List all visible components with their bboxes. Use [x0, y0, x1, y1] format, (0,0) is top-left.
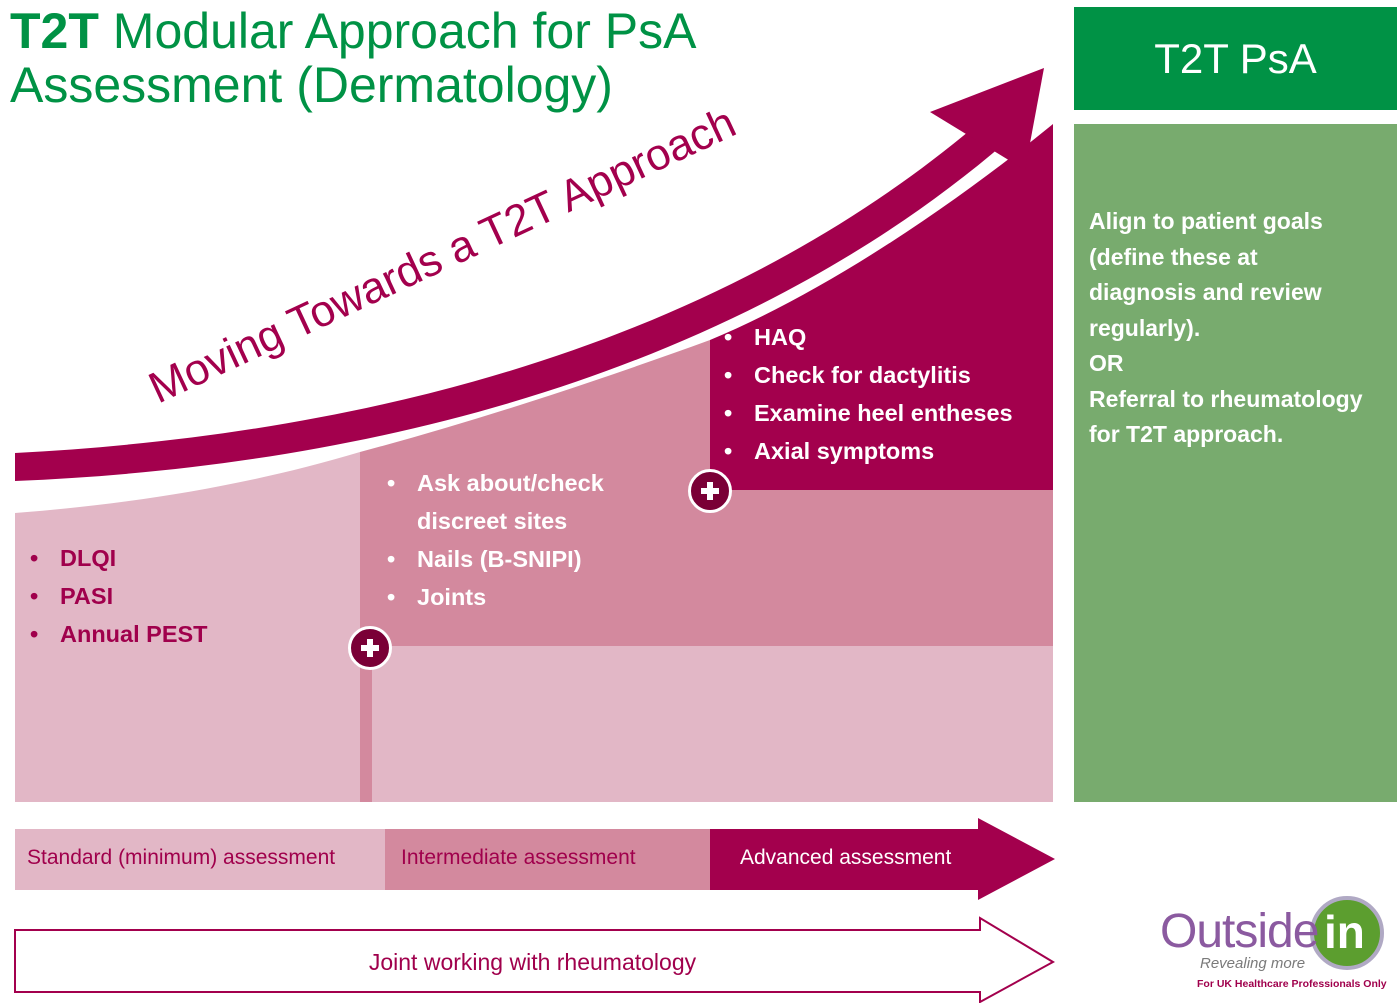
stage-bar-standard: [15, 829, 385, 890]
footer-note: For UK Healthcare Professionals Only: [1197, 978, 1387, 990]
t2t-line-or: OR: [1089, 350, 1124, 376]
t2t-psa-header: T2T PsA: [1074, 7, 1397, 110]
t2t-line: for T2T approach.: [1089, 421, 1284, 447]
t2t-line: (define these at: [1089, 243, 1258, 270]
joint-working-label: Joint working with rheumatology: [368, 949, 697, 975]
list-item: Examine heel entheses: [724, 394, 1013, 432]
list-item: Joints: [387, 578, 604, 616]
plus-icon: [348, 626, 392, 670]
stage-label-intermediate: Intermediate assessment: [401, 846, 636, 869]
list-item-line: discreet sites: [417, 508, 568, 534]
list-item: Annual PEST: [30, 615, 208, 653]
stage-label-advanced: Advanced assessment: [740, 846, 952, 869]
list-item: HAQ: [724, 318, 1013, 356]
title-line-1: Modular Approach for PsA: [98, 3, 697, 59]
title-bold: T2T: [10, 3, 99, 59]
list-item: PASI: [30, 577, 208, 615]
t2t-psa-panel: Align to patient goals (define these at …: [1074, 124, 1397, 802]
standard-assessment-list: DLQI PASI Annual PEST: [30, 539, 208, 653]
stage-label-standard: Standard (minimum) assessment: [27, 846, 336, 869]
intermediate-step: [360, 340, 1053, 802]
t2t-line: regularly).: [1089, 314, 1201, 341]
plus-icon: [688, 469, 732, 513]
t2t-line: Align to patient goals: [1089, 208, 1323, 234]
list-item: Ask about/check discreet sites: [387, 464, 604, 540]
stage-bar-intermediate: [385, 829, 710, 890]
list-item: Axial symptoms: [724, 432, 1013, 470]
list-item: Check for dactylitis: [724, 356, 1013, 394]
list-item: DLQI: [30, 539, 208, 577]
joint-working-arrow: [14, 916, 1056, 1003]
list-item-line: Ask about/check: [417, 470, 604, 496]
t2t-line: diagnosis and review: [1089, 279, 1322, 305]
standard-step-base: [372, 646, 1053, 802]
t2t-psa-text: Align to patient goals (define these at …: [1089, 204, 1397, 453]
t2t-psa-header-text: T2T PsA: [1154, 34, 1317, 82]
list-item: Nails (B-SNIPI): [387, 540, 604, 578]
logo-tagline: Revealing more: [1200, 955, 1306, 972]
logo-circle-icon: [1310, 896, 1384, 970]
title-line-2: Assessment (Dermatology): [10, 57, 613, 113]
t2t-line: Referral to rheumatology: [1089, 385, 1363, 412]
stage-bar-advanced-arrow: [710, 818, 1055, 900]
logo-word: Outside: [1160, 905, 1319, 958]
outside-in-logo: Outside in Revealing more For UK Healthc…: [1160, 892, 1397, 1003]
intermediate-assessment-list: Ask about/check discreet sites Nails (B-S…: [387, 464, 604, 616]
logo-in: in: [1324, 906, 1365, 958]
progress-arrowhead: [930, 68, 1044, 170]
advanced-assessment-list: HAQ Check for dactylitis Examine heel en…: [724, 318, 1013, 470]
